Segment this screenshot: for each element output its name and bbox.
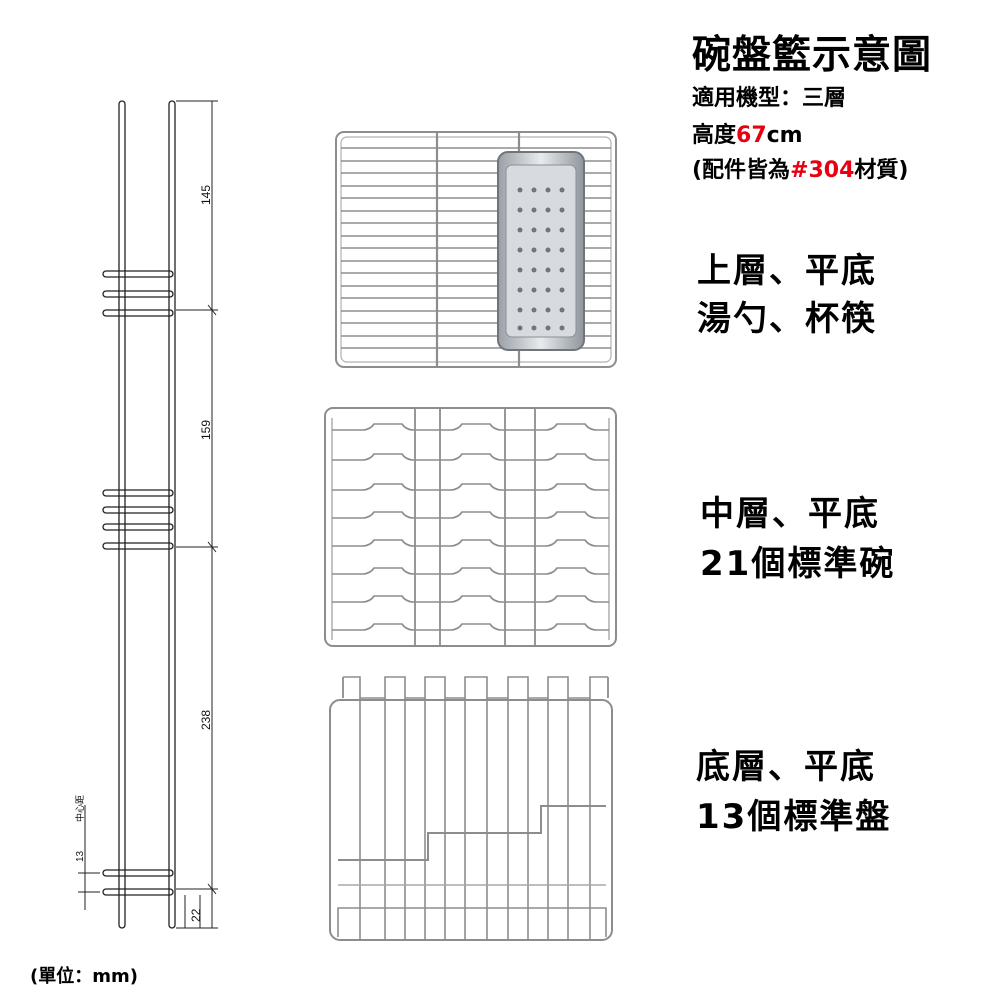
height-prefix: 高度	[692, 123, 737, 148]
height-value: 67	[736, 123, 767, 148]
middle-shelf-prongs	[102, 489, 174, 550]
tier-top-line2: 湯勺、杯筷	[697, 299, 877, 339]
height-spec: 高度67cm	[692, 117, 803, 149]
utensil-tray	[497, 151, 585, 351]
tier-middle-label: 中層、平底 21個標準碗	[700, 493, 895, 585]
top-shelf-prongs	[102, 270, 174, 317]
dim-13: 13	[75, 850, 86, 862]
dim-145: 145	[199, 185, 213, 205]
material-prefix: (配件皆為	[692, 158, 791, 183]
page-title: 碗盤籃示意圖	[692, 33, 933, 78]
center-distance-label: 中心距	[74, 795, 85, 822]
dim-22: 22	[189, 908, 203, 922]
material-value: #304	[790, 158, 855, 183]
material-suffix: 材質)	[854, 158, 909, 183]
tier-top-line1: 上層、平底	[697, 251, 877, 291]
upright-right	[168, 100, 176, 929]
tier-bottom-line1: 底層、平底	[696, 747, 876, 787]
side-elevation-drawing: 145 159 238 22 13 中心距	[74, 100, 218, 929]
tier-top-label: 上層、平底 湯勺、杯筷	[697, 250, 877, 340]
upright-left	[118, 100, 126, 929]
tier-middle-line1: 中層、平底	[700, 494, 880, 534]
bottom-shelf-prongs	[102, 869, 174, 896]
tier-middle-line2: 21個標準碗	[700, 544, 896, 584]
tier-bottom-line2: 13個標準盤	[696, 797, 892, 837]
material-spec: (配件皆為#304材質)	[692, 152, 908, 184]
model-spec: 適用機型：三層	[692, 86, 847, 111]
dim-238: 238	[199, 710, 213, 730]
dim-159: 159	[199, 420, 213, 440]
height-unit: cm	[766, 123, 803, 148]
tier-bottom-label: 底層、平底 13個標準盤	[696, 746, 891, 838]
unit-note: (單位：mm)	[30, 966, 138, 987]
